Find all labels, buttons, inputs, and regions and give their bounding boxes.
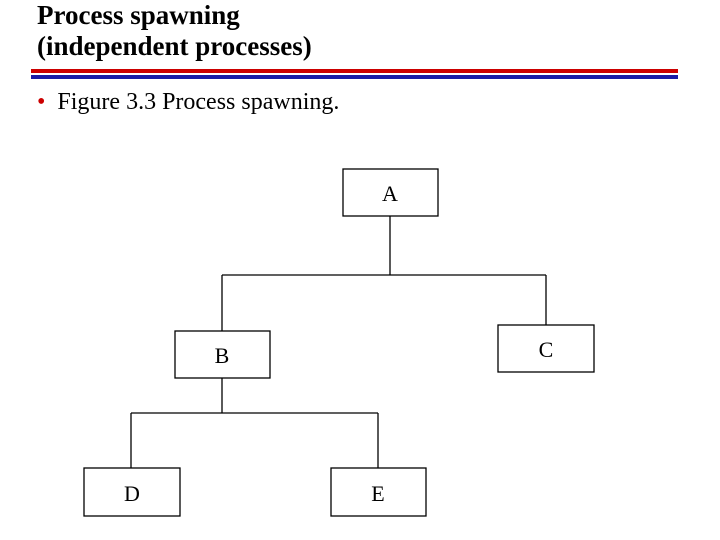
bullet-item: • Figure 3.3 Process spawning. xyxy=(37,88,339,116)
node-e: E xyxy=(330,467,427,517)
slide-title-line-2: (independent processes) xyxy=(37,31,312,61)
node-e-label: E xyxy=(371,481,384,506)
title-underline-red xyxy=(31,69,678,73)
node-b-box xyxy=(174,330,271,379)
title-underline-blue xyxy=(31,75,678,79)
node-d-box xyxy=(83,467,181,517)
node-e-box xyxy=(330,467,427,517)
slide-title-line-1: Process spawning xyxy=(37,0,240,30)
node-b: B xyxy=(174,330,271,379)
node-a: A xyxy=(342,168,439,217)
node-b-label: B xyxy=(215,343,230,368)
bullet-dot-icon: • xyxy=(37,89,46,115)
node-d-label: D xyxy=(124,481,140,506)
node-a-label: A xyxy=(382,181,398,206)
node-d: D xyxy=(83,467,181,517)
node-c: C xyxy=(497,324,595,373)
slide-title: Process spawning (independent processes) xyxy=(37,0,312,62)
bullet-text: Figure 3.3 Process spawning. xyxy=(57,89,340,115)
node-a-box xyxy=(342,168,439,217)
node-c-label: C xyxy=(539,337,554,362)
tree-connectors xyxy=(130,216,547,468)
node-c-box xyxy=(497,324,595,373)
